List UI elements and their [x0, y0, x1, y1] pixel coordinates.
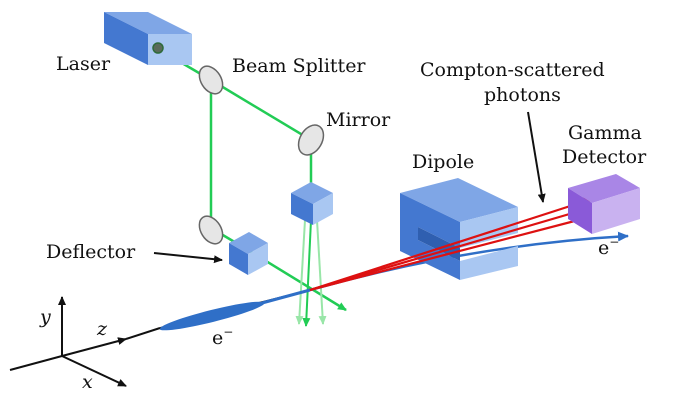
electron-beam — [159, 231, 629, 331]
deflector-label: Deflector — [46, 241, 136, 263]
compton-label-line2: photons — [484, 84, 561, 106]
dipole-label: Dipole — [412, 151, 474, 173]
mirror-label: Mirror — [326, 109, 391, 131]
laser-label: Laser — [56, 53, 111, 75]
compton-label-line1: Compton-scattered — [420, 59, 605, 81]
compton-pointer-arrow — [527, 111, 546, 203]
gamma-label-line1: Gamma — [568, 122, 642, 144]
mirror-icon — [297, 124, 325, 156]
electron-entry-label: e− — [212, 325, 233, 349]
coordinate-axes — [9, 296, 161, 387]
deflector-pointer-arrow — [153, 252, 223, 264]
beam-splitter-label: Beam Splitter — [232, 55, 366, 77]
axis-z-label: z — [96, 318, 108, 340]
axis-x-label: x — [82, 371, 93, 393]
upper-small-cube — [291, 182, 333, 225]
gamma-detector-box — [568, 174, 640, 234]
laser-aperture-icon — [152, 42, 164, 54]
compton-photon-beams — [309, 197, 593, 292]
deflector-cube — [229, 232, 268, 275]
laser-box — [104, 12, 192, 65]
electron-exit-label: e− — [598, 235, 619, 259]
deflector-optic-icon — [198, 215, 224, 245]
deflected-laser-beams — [295, 219, 327, 327]
gamma-label-line2: Detector — [562, 146, 647, 168]
beam-splitter-icon — [198, 65, 224, 95]
axis-y-label: y — [39, 306, 51, 328]
